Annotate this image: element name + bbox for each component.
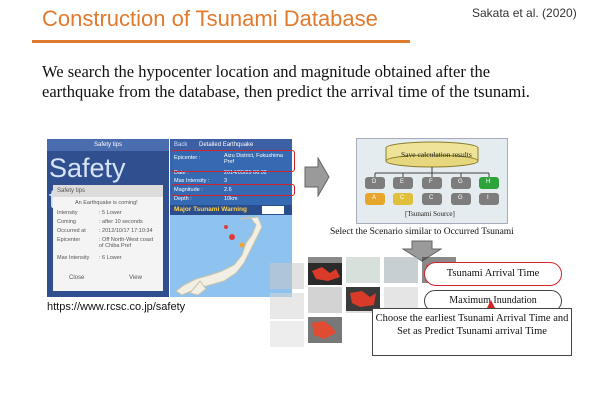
row-label: Intensity — [57, 210, 78, 216]
tsunami-source-label: [Tsunami Source] — [405, 210, 455, 218]
earthquake-info — [170, 151, 292, 205]
source-cell: C — [400, 195, 405, 201]
row-label: Max Intensity : — [174, 178, 210, 184]
alert-card-title: Safety tips — [53, 185, 163, 197]
body-paragraph: We search the hypocenter location and ma… — [42, 62, 530, 101]
row-label: Date : — [174, 170, 189, 176]
back-button[interactable]: Back — [174, 142, 188, 148]
inundation-map-grid — [270, 257, 456, 347]
row-label: Magnitude : — [174, 187, 203, 193]
citation: Sakata et al. (2020) — [472, 6, 577, 20]
scenario-caption: Select the Scenario similar to Occurred … — [330, 227, 514, 237]
alert-card — [53, 185, 163, 291]
source-cell: D — [372, 179, 377, 185]
alert-message: An Earthquake is coming! — [75, 200, 138, 206]
choose-earliest-callout: Choose the earliest Tsunami Arrival Time… — [372, 308, 572, 356]
row-label: Coming — [57, 219, 76, 225]
detailed-earthquake-screenshot: Back Detailed Earthquake Epicenter : Aiz… — [170, 139, 292, 297]
slide-title: Construction of Tsunami Database — [42, 6, 378, 31]
selection-marker-icon — [486, 300, 496, 310]
row-label: Max Intensity — [57, 255, 90, 261]
row-value: : 5 Lower — [99, 210, 122, 216]
japan-map-svg — [175, 216, 263, 296]
row-value: : 2012/10/17 17:10:34 — [99, 228, 153, 234]
source-cell: I — [487, 195, 489, 201]
row-value: 3 — [224, 178, 228, 184]
arrow-down-icon — [402, 240, 442, 262]
row-value: : Off North-West coast of Chiba Pref — [99, 237, 154, 249]
row-value: Aizu District, Fukushima Pref — [224, 153, 283, 165]
row-value: : 6 Lower — [99, 255, 122, 261]
tsunami-warning: Major Tsunami Warning — [170, 205, 292, 215]
safety-tips-screenshot: Safety tips Safety tips Safety tips An E… — [47, 139, 169, 297]
warning-badge — [262, 206, 284, 214]
view-button[interactable]: View — [129, 275, 142, 281]
source-cell: C — [429, 195, 434, 201]
magnitude-highlight — [171, 184, 295, 196]
close-button[interactable]: Close — [69, 275, 85, 281]
epicenter-highlight — [171, 150, 295, 172]
source-cell: E — [400, 179, 405, 185]
row-value: 2014/05/25 06:32 — [224, 170, 267, 176]
source-cell: F — [429, 179, 433, 185]
source-cell: G — [458, 195, 463, 201]
title-underline — [32, 40, 410, 43]
phone2-header: Detailed Earthquake — [199, 142, 254, 148]
row-value: 10km — [224, 196, 238, 202]
row-label: Epicenter — [57, 237, 81, 243]
source-cell: H — [486, 179, 491, 185]
database-diagram-svg — [365, 141, 499, 205]
source-cell: G — [458, 179, 463, 185]
arrival-time-label: Tsunami Arrival Time — [424, 262, 562, 286]
arrow-right-icon — [304, 157, 330, 197]
phone2-header-bar: Back Detailed Earthquake — [170, 139, 292, 151]
row-label: Depth : — [174, 196, 192, 202]
phone1-header: Safety tips — [47, 139, 169, 151]
source-cell: A — [372, 195, 377, 201]
row-label: Epicenter : — [174, 155, 201, 161]
tsunami-source-diagram: Save calculation results D E F G H A C C… — [356, 138, 508, 224]
save-results-label: Save calculation results — [401, 150, 472, 159]
source-url: https://www.rcsc.co.jp/safety — [47, 299, 231, 315]
row-value: : after 10 seconds — [99, 219, 143, 225]
row-value: 2.6 — [224, 187, 232, 193]
row-label: Occurred at — [57, 228, 86, 234]
